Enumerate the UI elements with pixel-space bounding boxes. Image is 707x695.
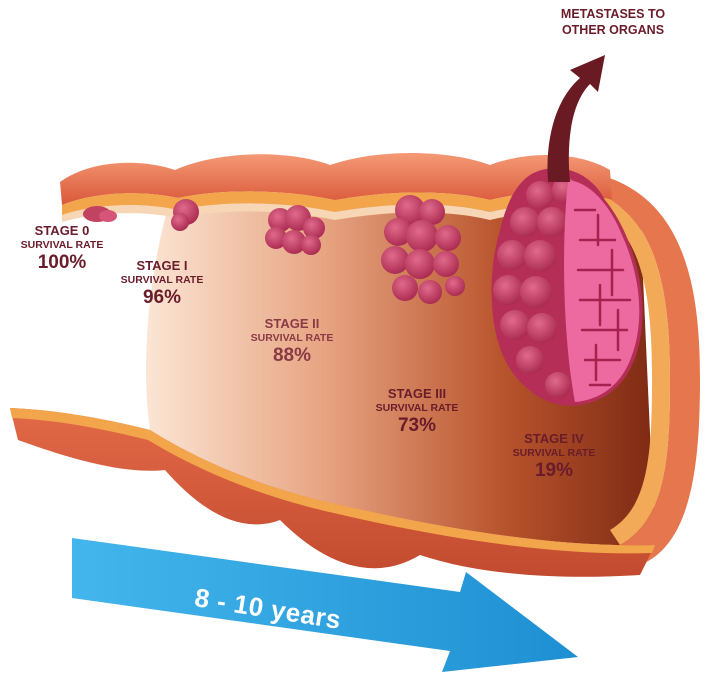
stage-name: STAGE I (102, 259, 222, 274)
survival-rate-label: SURVIVAL RATE (232, 332, 352, 344)
stage-3-label: STAGE III SURVIVAL RATE 73% (357, 387, 477, 437)
metastases-line-2: OTHER ORGANS (562, 23, 664, 37)
survival-rate-label: SURVIVAL RATE (2, 239, 122, 251)
stage-name: STAGE 0 (2, 224, 122, 239)
metastases-label: METASTASES TO OTHER ORGANS (538, 6, 688, 39)
survival-rate-value: 88% (232, 345, 352, 367)
survival-rate-value: 73% (357, 415, 477, 437)
stage-2-label: STAGE II SURVIVAL RATE 88% (232, 317, 352, 367)
stage-4-label: STAGE IV SURVIVAL RATE 19% (494, 432, 614, 482)
survival-rate-label: SURVIVAL RATE (494, 447, 614, 459)
survival-rate-value: 19% (494, 460, 614, 482)
metastases-line-1: METASTASES TO (561, 7, 665, 21)
survival-rate-value: 96% (102, 287, 222, 309)
stage-name: STAGE IV (494, 432, 614, 447)
stage-name: STAGE II (232, 317, 352, 332)
survival-rate-label: SURVIVAL RATE (357, 402, 477, 414)
stage-1-label: STAGE I SURVIVAL RATE 96% (102, 259, 222, 309)
survival-rate-label: SURVIVAL RATE (102, 274, 222, 286)
stage-name: STAGE III (357, 387, 477, 402)
